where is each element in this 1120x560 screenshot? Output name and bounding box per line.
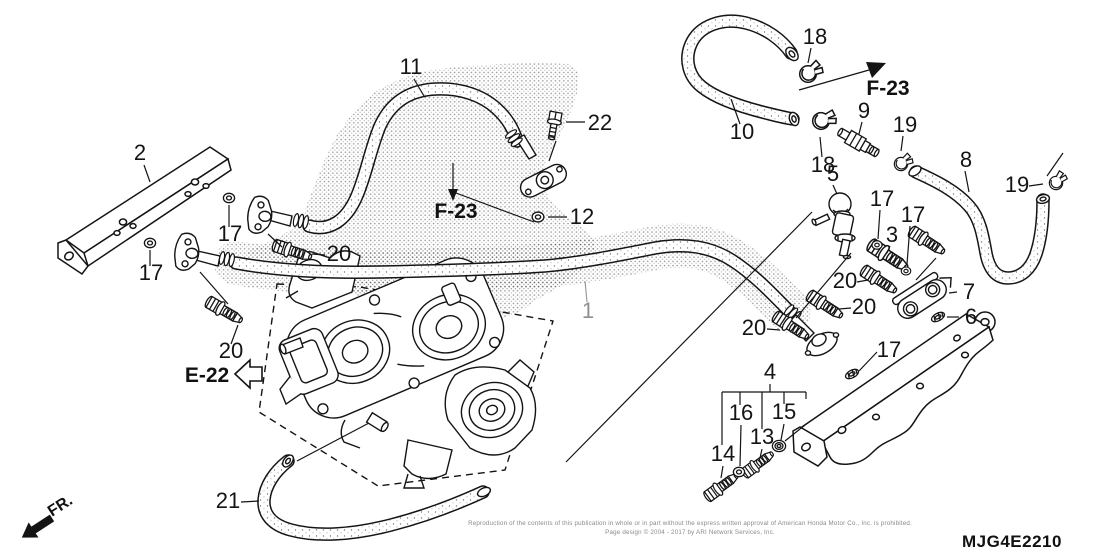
injector-flange-lower: [172, 231, 237, 273]
bolt-22: [546, 110, 563, 141]
callout-19-b[interactable]: 19: [1005, 172, 1029, 197]
callout-3[interactable]: 3: [886, 222, 898, 247]
washer-17-d: [900, 266, 912, 276]
throttle-body-dashed-box: [258, 283, 554, 487]
callout-20-c[interactable]: 20: [742, 315, 766, 340]
u-shaped-hose-10: [688, 21, 801, 127]
washer-17-e: [843, 366, 861, 382]
callout-5[interactable]: 5: [827, 161, 839, 186]
banjo-fitting: [503, 127, 568, 198]
callout-7[interactable]: 7: [963, 279, 975, 304]
diagram-code: MJG4E2210: [962, 532, 1062, 551]
s-curve-hose-8: [908, 165, 1051, 278]
ref-label-f23-upper[interactable]: F-23: [866, 77, 909, 100]
copyright-line-1: Reproduction of the contents of this pub…: [468, 520, 912, 527]
ref-arrow-f23-lower: [448, 163, 458, 201]
callout-4[interactable]: 4: [764, 359, 776, 384]
copyright-line-2: Page design © 2004 - 2017 by ARI Network…: [605, 529, 775, 536]
callout-6[interactable]: 6: [965, 304, 977, 329]
callout-20-a[interactable]: 20: [327, 241, 351, 266]
bolt-20-f: [905, 223, 949, 260]
washer-15: [771, 439, 787, 453]
callout-20-e[interactable]: 20: [833, 268, 857, 293]
washer-17-a: [222, 192, 236, 204]
callout-20-b[interactable]: 20: [219, 338, 243, 363]
callout-20-d[interactable]: 20: [852, 294, 876, 319]
lower-fuel-hose-21: [264, 453, 492, 534]
callout-15[interactable]: 15: [772, 399, 796, 424]
joint-pipe-9: [837, 127, 880, 158]
callout-17-b[interactable]: 17: [139, 260, 163, 285]
hose-clamp-18-b: [810, 105, 840, 134]
callout-12[interactable]: 12: [570, 204, 594, 229]
ref-arrow-f23-upper: [798, 62, 886, 91]
callout-22[interactable]: 22: [588, 110, 612, 135]
hose-clamp-19-b: [1046, 168, 1070, 192]
bolt-20-d: [803, 287, 847, 324]
washer-12: [531, 211, 545, 223]
callout-13[interactable]: 13: [750, 424, 774, 449]
callout-14[interactable]: 14: [711, 441, 735, 466]
ref-label-f23-lower[interactable]: F-23: [434, 200, 477, 223]
fuel-rail-right: [792, 311, 996, 467]
fuel-rail-left: [57, 146, 232, 276]
hose-clamp-18-a: [798, 59, 824, 84]
mounting-bracket-7: [891, 271, 952, 319]
washer-16: [732, 466, 746, 478]
callout-8[interactable]: 8: [960, 147, 972, 172]
callout-17-e[interactable]: 17: [877, 337, 901, 362]
ref-arrow-e22: [233, 358, 263, 390]
callout-19-a[interactable]: 19: [893, 112, 917, 137]
bolt-13: [738, 447, 778, 481]
callout-18-b[interactable]: 18: [811, 152, 835, 177]
callout-17-c[interactable]: 17: [870, 186, 894, 211]
pressure-regulator-5: [811, 192, 856, 260]
front-direction-arrow: [21, 514, 55, 538]
washer-6: [929, 309, 947, 325]
callout-9[interactable]: 9: [858, 98, 870, 123]
washer-17-b: [143, 237, 157, 249]
callout-2[interactable]: 2: [134, 140, 146, 165]
washer-17-c: [871, 240, 883, 250]
callout-17-d[interactable]: 17: [901, 202, 925, 227]
callout-17-a[interactable]: 17: [218, 221, 242, 246]
callout-1[interactable]: 1: [582, 298, 594, 323]
callout-10[interactable]: 10: [730, 119, 754, 144]
leader-lines: [143, 47, 1064, 503]
ref-label-e22[interactable]: E-22: [185, 364, 229, 387]
callout-21[interactable]: 21: [216, 488, 240, 513]
callout-16[interactable]: 16: [729, 400, 753, 425]
callout-18-a[interactable]: 18: [803, 24, 827, 49]
callout-11[interactable]: 11: [400, 54, 423, 79]
injector-flange-upper: [245, 194, 311, 236]
hose-clamp-19-a: [893, 152, 914, 172]
